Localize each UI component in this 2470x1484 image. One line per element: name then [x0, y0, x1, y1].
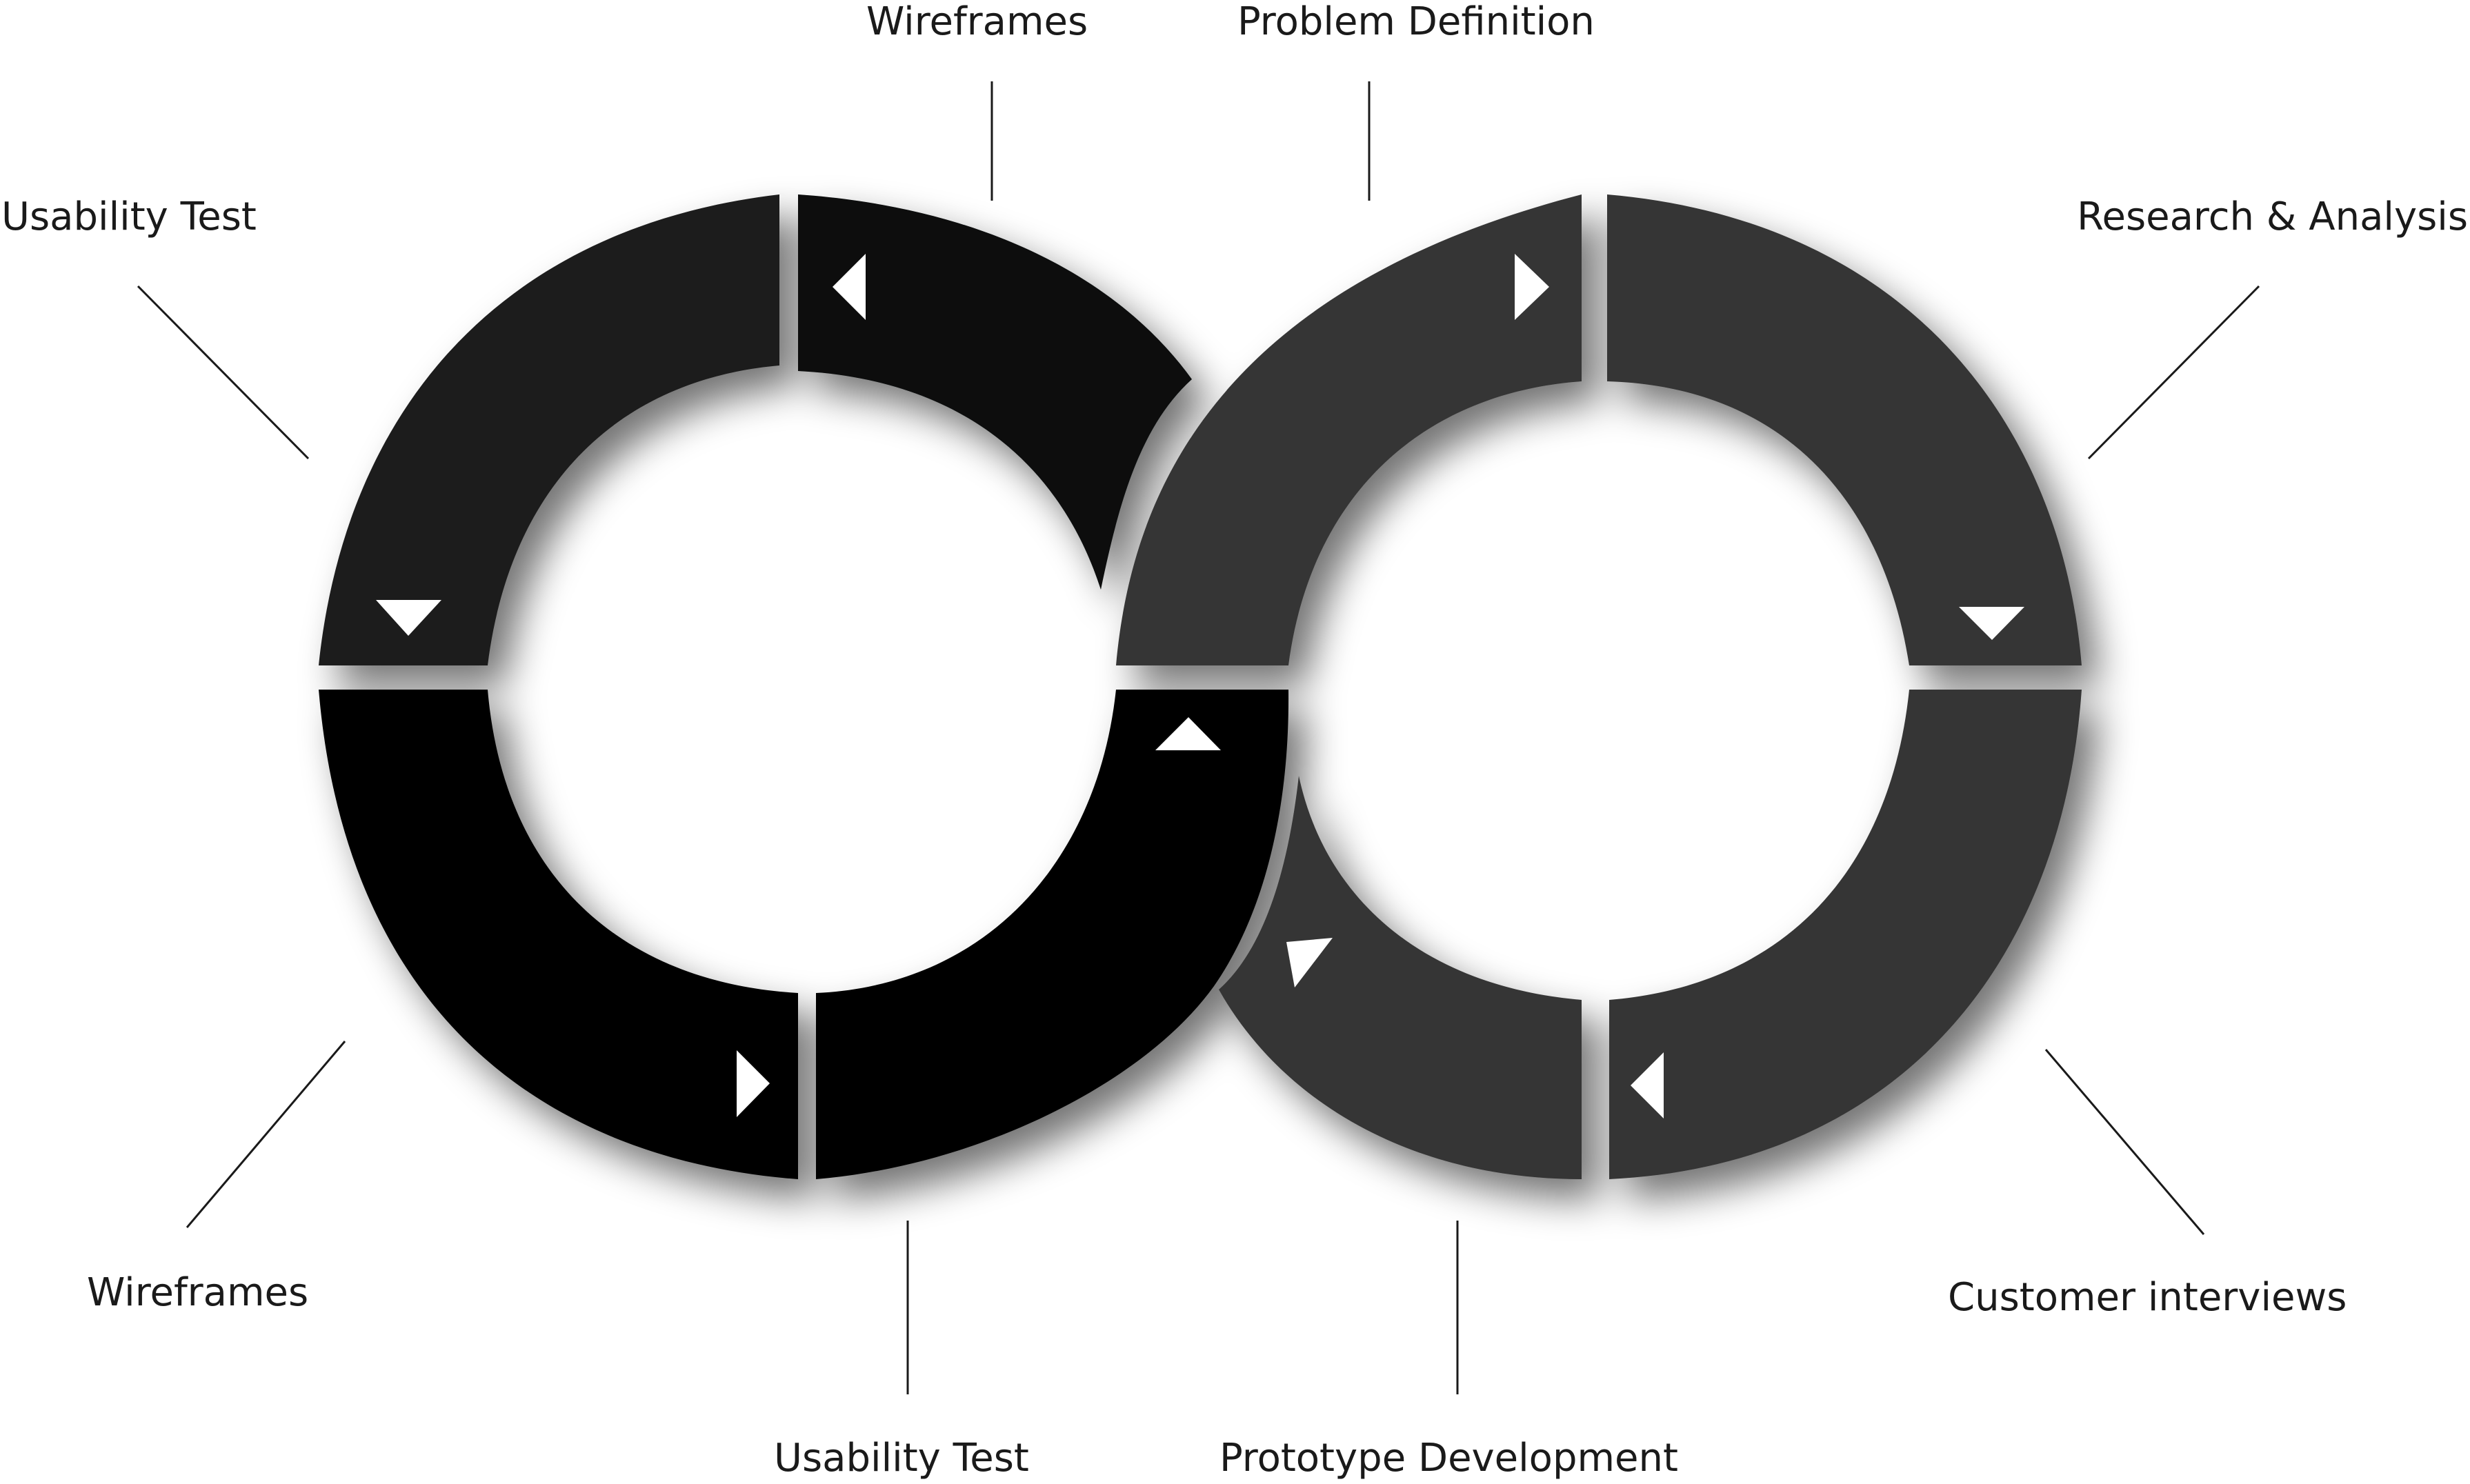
- segment-prototype-development: [1219, 776, 1582, 1179]
- label-usability-test-bottom: Usability Test: [774, 1436, 1029, 1481]
- triangle-arrow-icon: [376, 600, 441, 636]
- label-prototype-development: Prototype Development: [1219, 1436, 1678, 1481]
- leader-lines: [137, 81, 2260, 1394]
- label-problem-definition: Problem Definition: [1237, 0, 1595, 44]
- triangle-arrow-icon: [1959, 607, 2024, 640]
- triangle-arrow-icon: [833, 254, 866, 320]
- label-wireframes-top: Wireframes: [866, 0, 1088, 44]
- direction-arrows: [376, 254, 2024, 1119]
- label-usability-test-left: Usability Test: [1, 194, 257, 239]
- segment-customer-interviews: [1609, 690, 2082, 1179]
- triangle-arrow-icon: [1515, 254, 1549, 320]
- segment-usability-test-bottom: [816, 690, 1289, 1179]
- segment-research-analysis: [1607, 194, 2082, 665]
- label-customer-interviews: Customer interviews: [1948, 1275, 2347, 1320]
- segment-problem-definition: [1116, 194, 1582, 665]
- segment-wireframes-bottom: [319, 690, 798, 1179]
- segment-wireframes-top: [798, 194, 1192, 590]
- segment-usability-test-left: [319, 194, 779, 665]
- label-wireframes-bottom: Wireframes: [87, 1270, 308, 1315]
- label-research-analysis: Research & Analysis: [2077, 194, 2468, 239]
- triangle-arrow-icon: [1155, 717, 1221, 750]
- triangle-arrow-icon: [1286, 938, 1333, 987]
- triangle-arrow-icon: [737, 1050, 770, 1117]
- triangle-arrow-icon: [1631, 1052, 1664, 1119]
